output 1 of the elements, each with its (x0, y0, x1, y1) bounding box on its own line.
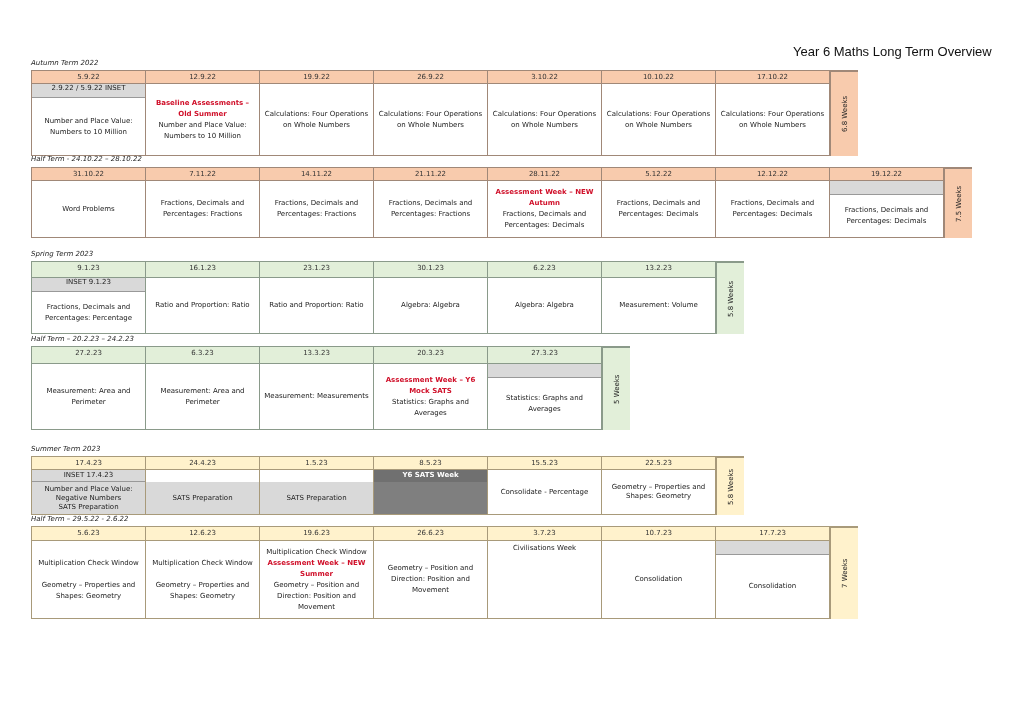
page-title: Year 6 Maths Long Term Overview (793, 44, 992, 59)
